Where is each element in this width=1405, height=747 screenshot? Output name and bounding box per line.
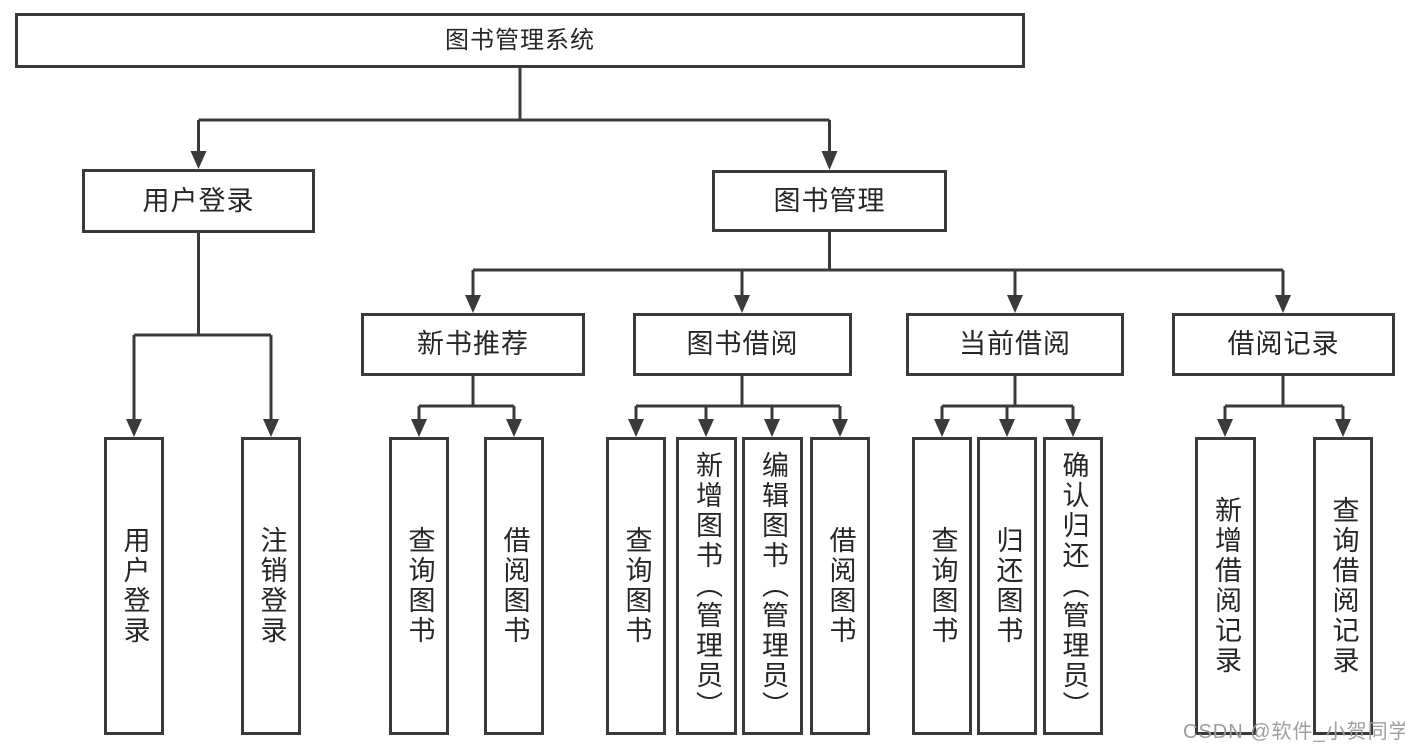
node-user-login: 用户登录 (82, 169, 315, 233)
leaf-br-query-record: 查询借阅记录 (1313, 437, 1373, 735)
csdn-watermark: CSDN @软件_小贺同学 (1183, 721, 1405, 743)
node-new-book-recommend-label: 新书推荐 (417, 329, 529, 359)
node-current-borrowing-label: 当前借阅 (959, 329, 1071, 359)
leaf-nbr-query-books: 查询图书 (389, 437, 449, 735)
leaf-br-query-record-label: 查询借阅记录 (1328, 496, 1359, 676)
node-root-label: 图书管理系统 (445, 26, 595, 54)
leaf-cb-query-books-label: 查询图书 (927, 526, 958, 646)
node-book-management-label: 图书管理 (773, 185, 886, 216)
leaf-nbr-borrow-books-label: 借阅图书 (499, 526, 530, 646)
leaf-user-login-label: 用户登录 (119, 526, 150, 646)
leaf-bb-edit-books-admin-label: 编辑图书（管理员） (758, 451, 788, 721)
leaf-cb-confirm-return-admin-label: 确认归还（管理员） (1058, 451, 1089, 721)
node-borrow-records-label: 借阅记录 (1227, 329, 1340, 359)
leaf-nbr-borrow-books: 借阅图书 (484, 437, 544, 735)
node-book-borrowing: 图书借阅 (633, 313, 852, 376)
leaf-br-add-record: 新增借阅记录 (1195, 437, 1256, 735)
connector-book-mgmt-to-level3 (465, 232, 1291, 313)
node-root: 图书管理系统 (15, 13, 1025, 68)
leaf-cb-return-books-label: 归还图书 (992, 526, 1023, 646)
leaf-cb-confirm-return-admin: 确认归还（管理员） (1043, 437, 1103, 735)
connector-book-borrow-to-leaves (628, 376, 848, 437)
connector-current-borrow-to-leaves (934, 376, 1081, 437)
leaf-logout: 注销登录 (241, 437, 301, 735)
leaf-logout-label: 注销登录 (256, 526, 287, 646)
connector-borrow-records-to-leaves (1217, 376, 1351, 437)
leaf-cb-return-books: 归还图书 (977, 437, 1037, 735)
node-book-borrowing-label: 图书借阅 (686, 329, 799, 359)
connector-root-to-level2 (190, 67, 838, 170)
leaf-bb-edit-books-admin: 编辑图书（管理员） (742, 437, 803, 735)
leaf-bb-borrow-books: 借阅图书 (810, 437, 870, 735)
node-new-book-recommend: 新书推荐 (361, 313, 585, 376)
connector-user-login-to-leaves (126, 233, 279, 437)
connector-new-book-to-leaves (411, 376, 522, 437)
leaf-user-login: 用户登录 (104, 437, 164, 735)
leaf-br-add-record-label: 新增借阅记录 (1211, 496, 1241, 676)
leaf-bb-add-books-admin: 新增图书（管理员） (676, 437, 737, 735)
leaf-bb-borrow-books-label: 借阅图书 (825, 526, 856, 646)
node-borrow-records: 借阅记录 (1172, 313, 1395, 376)
leaf-bb-query-books-label: 查询图书 (621, 526, 652, 646)
node-current-borrowing: 当前借阅 (906, 313, 1124, 376)
leaf-nbr-query-books-label: 查询图书 (404, 526, 435, 646)
leaf-bb-query-books: 查询图书 (606, 437, 666, 735)
leaf-bb-add-books-admin-label: 新增图书（管理员） (692, 451, 722, 721)
node-book-management: 图书管理 (712, 170, 947, 232)
node-user-login-label: 用户登录 (142, 185, 255, 216)
leaf-cb-query-books: 查询图书 (912, 437, 972, 735)
